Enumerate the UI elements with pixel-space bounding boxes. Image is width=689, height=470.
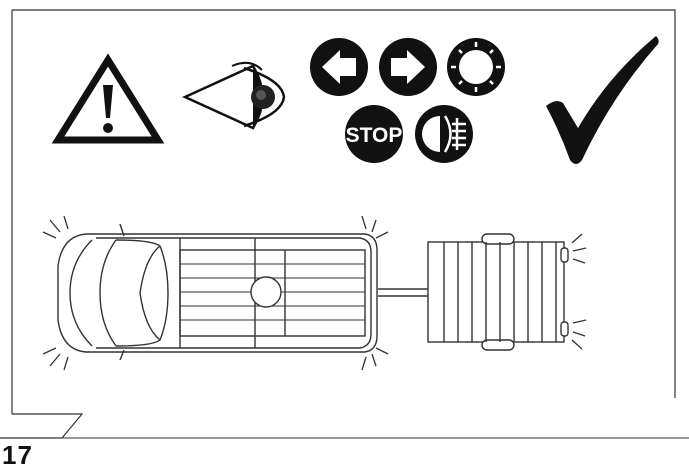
figure-number-tab [0,413,84,439]
figure-frame [11,9,676,414]
figure-number: 17 [2,440,33,470]
eye-icon [181,61,286,130]
stop-light-icon: STOP [345,105,403,163]
side-lights-icon [447,38,505,96]
trailer-top-view [427,233,569,351]
turn-right-indicator-icon [379,38,437,96]
van-light-rays [42,215,389,371]
trailer-light-rays [571,233,587,350]
stop-label: STOP [346,124,403,147]
rear-fog-light-icon [415,105,473,163]
check-mark-icon [546,36,659,164]
turn-left-indicator-icon [310,38,368,96]
warning-triangle-icon [51,53,165,144]
tow-bar [378,288,428,297]
van-top-view [57,223,378,361]
